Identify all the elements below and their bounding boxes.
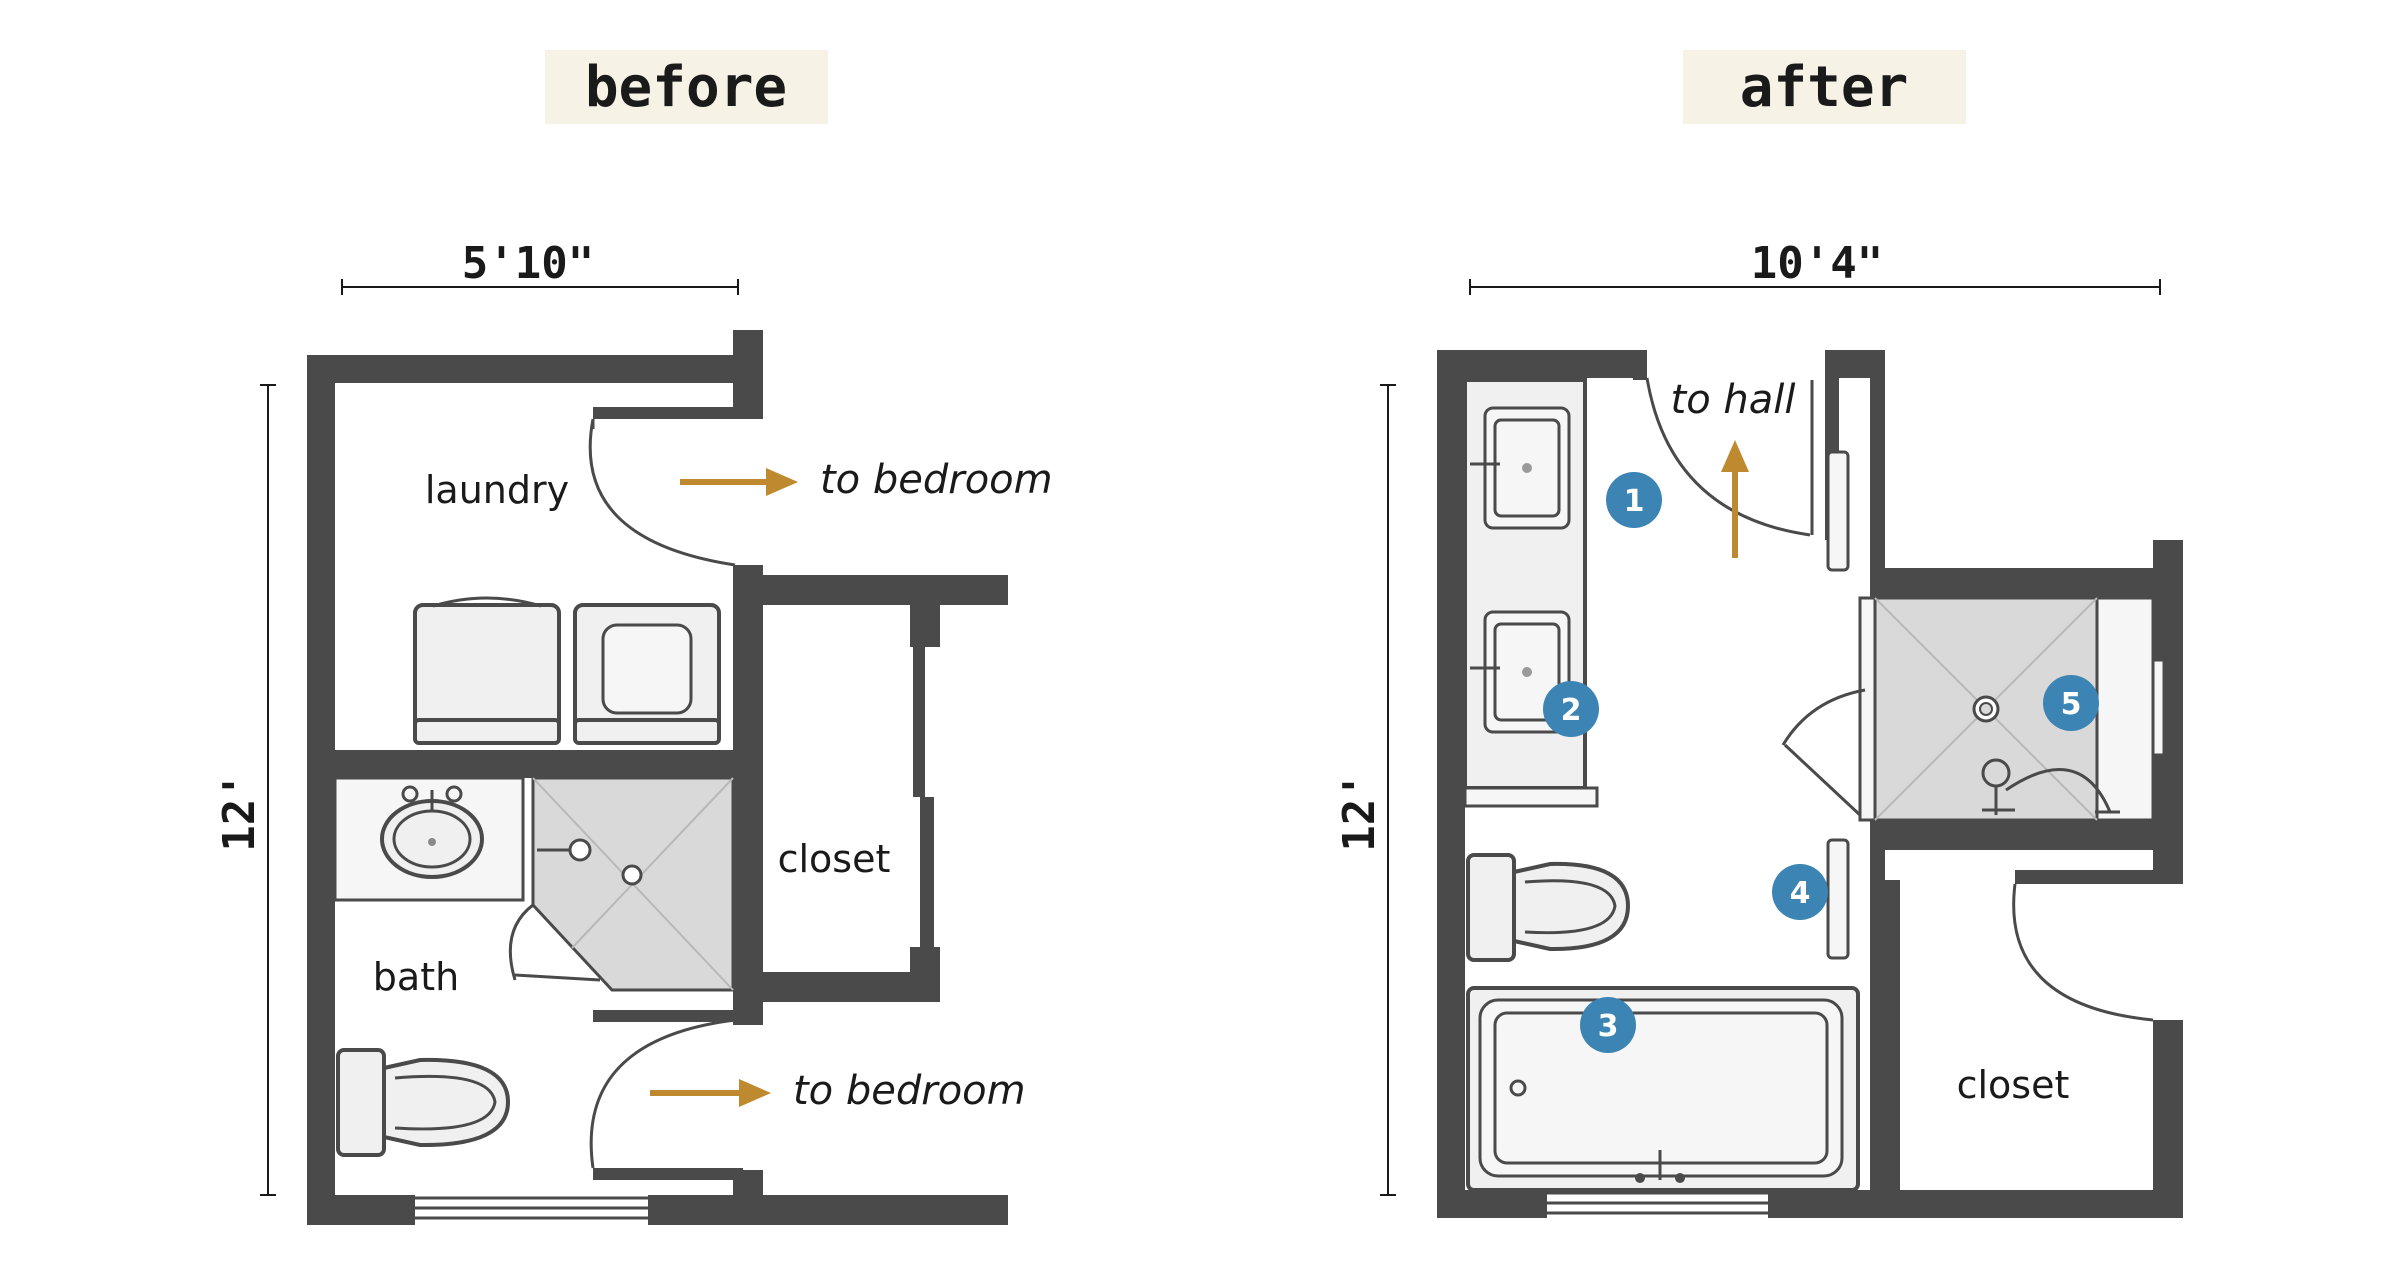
after-title-bg <box>1683 50 1966 124</box>
before-wall-top <box>307 355 741 383</box>
before-room-laundry: laundry <box>425 468 569 512</box>
svg-text:1: 1 <box>1624 484 1645 519</box>
after-vanity <box>1463 378 1599 808</box>
before-room-bath: bath <box>373 955 459 999</box>
before-title-bg <box>545 50 828 124</box>
after-height-dimension: 12' <box>1334 772 1385 851</box>
before-dryer <box>573 603 721 745</box>
after-plan: after 10'4" 12' <box>1334 50 2183 1218</box>
after-exit-hall: to hall <box>1671 377 1796 423</box>
after-bathtub <box>1466 986 1860 1192</box>
before-exit-bottom: to bedroom <box>793 1068 1026 1114</box>
before-wall-right-inner <box>733 565 763 1025</box>
callout-5: 5 <box>2043 675 2099 731</box>
before-shower <box>508 776 735 992</box>
after-door-closet <box>2012 883 2154 1022</box>
after-shower-wall-bottom <box>1870 820 2153 850</box>
before-closet-wall-bottom <box>733 972 940 1002</box>
after-towel-bar-bottom <box>1826 838 1850 960</box>
before-closet-wall-top <box>733 575 1008 605</box>
before-wall-middle <box>335 750 733 778</box>
svg-text:2: 2 <box>1561 693 1582 728</box>
after-shower <box>1781 596 2155 822</box>
svg-text:3: 3 <box>1598 1009 1619 1044</box>
before-height-dimension: 12' <box>214 772 265 851</box>
callout-4: 4 <box>1772 864 1828 920</box>
after-width-dimension: 10'4" <box>1751 238 1883 289</box>
svg-text:5: 5 <box>2061 687 2082 722</box>
after-room-closet: closet <box>1957 1063 2070 1107</box>
after-toilet <box>1466 853 1631 962</box>
callout-3: 3 <box>1580 997 1636 1053</box>
after-towel-bar-top <box>1826 450 1850 572</box>
before-toilet <box>336 1048 511 1157</box>
before-width-dimension: 5'10" <box>462 238 594 289</box>
after-title: after <box>1740 55 1909 120</box>
before-wall-left <box>307 355 335 1225</box>
before-exit-top: to bedroom <box>820 457 1053 503</box>
before-door-bottom <box>589 1018 736 1169</box>
before-door-top <box>588 418 736 567</box>
after-door-hall <box>1645 377 1811 537</box>
before-title: before <box>585 55 787 120</box>
callout-2: 2 <box>1543 681 1599 737</box>
svg-text:4: 4 <box>1790 876 1811 911</box>
after-closet-wall-left <box>1870 880 1900 1218</box>
callout-1: 1 <box>1606 472 1662 528</box>
after-shower-wall-top <box>1870 568 2153 598</box>
before-sink <box>333 776 525 902</box>
after-wall-top-left <box>1437 350 1647 378</box>
before-washer <box>413 596 561 745</box>
after-wall-left <box>1437 350 1465 1218</box>
before-plan: before 5'10" 12' <box>214 50 1053 1225</box>
before-room-closet: closet <box>778 837 891 881</box>
